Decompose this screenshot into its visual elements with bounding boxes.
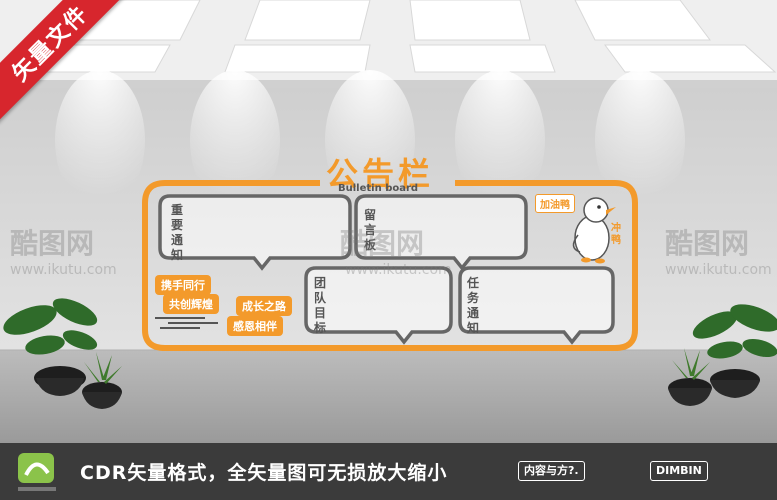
footer-box-left: 内容与方?. <box>518 461 585 481</box>
watermark-url-right: www.ikutu.com <box>665 262 772 278</box>
watermark-url-left: www.ikutu.com <box>10 262 117 278</box>
panel-label-team-goals: 团队目标 <box>313 276 326 335</box>
plant-left <box>3 298 122 409</box>
tag-growth-road: 成长之路 <box>236 296 292 316</box>
footer-box-right: DIMBIN <box>650 461 708 481</box>
tag-hand-in-hand: 携手同行 <box>155 275 211 295</box>
footer-format-text: CDR矢量格式，全矢量图可无损放大缩小 <box>80 462 448 484</box>
mascot-badge: 加油鸭 <box>535 194 575 213</box>
board-subtitle: Bulletin board <box>338 183 419 194</box>
panel-label-task-notice: 任务通知 <box>466 276 479 335</box>
watermark-brand-right: 酷图网 <box>665 227 750 260</box>
watermark-brand-center: 酷图网 <box>340 227 425 260</box>
mascot-caption: 冲鸭 <box>611 223 621 246</box>
watermark-url-center: www.ikutu.com <box>345 262 452 278</box>
duck-icon <box>572 197 616 264</box>
brand-logo-icon <box>18 453 56 491</box>
tag-gratitude: 感恩相伴 <box>227 316 283 336</box>
watermark-brand-left: 酷图网 <box>10 227 95 260</box>
panel-label-message-board: 留言板 <box>363 208 376 252</box>
panel-label-important-notice: 重要通知 <box>170 203 183 262</box>
tag-create-glory: 共创辉煌 <box>163 294 219 314</box>
board-title: 公告栏 <box>326 155 435 193</box>
footer-bar <box>0 443 777 500</box>
plant-right <box>668 304 777 406</box>
